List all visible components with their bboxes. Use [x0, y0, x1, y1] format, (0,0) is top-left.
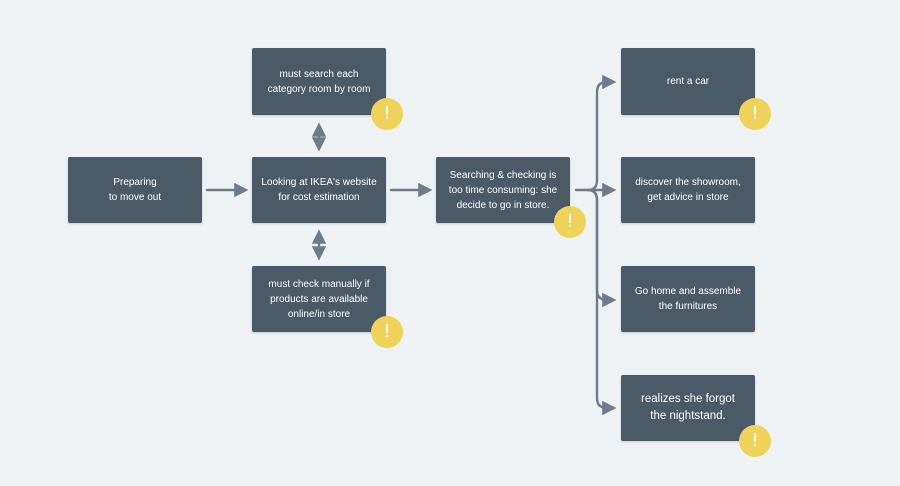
node-ikea-website-label: Looking at IKEA's website for cost estim… — [261, 177, 377, 203]
warning-icon-check-manually: ! — [371, 316, 403, 348]
node-check-manually-label: must check manually if products are avai… — [268, 278, 370, 320]
node-forgot-nightstand-label: realizes she forgot the nightstand. — [641, 393, 735, 422]
branch-to-nightstand — [586, 188, 617, 416]
branch-to-go-home — [586, 188, 617, 308]
node-go-home: Go home and assemble the furnitures — [621, 266, 755, 332]
node-preparing-label: Preparing to move out — [108, 177, 162, 203]
node-discover-showroom: discover the showroom, get advice in sto… — [621, 157, 755, 223]
node-forgot-nightstand: realizes she forgot the nightstand. — [621, 375, 755, 441]
node-searching-checking: Searching & checking is too time consumi… — [436, 157, 570, 223]
node-check-manually: must check manually if products are avai… — [252, 266, 386, 332]
warning-icon-forgot-nightstand: ! — [739, 425, 771, 457]
node-preparing: Preparing to move out — [68, 157, 202, 223]
node-search-each-category: must search each category room by room — [252, 48, 386, 115]
warning-icon-searching-checking: ! — [554, 206, 586, 238]
node-go-home-label: Go home and assemble the furnitures — [634, 286, 742, 312]
node-ikea-website: Looking at IKEA's website for cost estim… — [252, 157, 386, 223]
warning-icon-rent-car: ! — [739, 98, 771, 130]
node-rent-car: rent a car — [621, 48, 755, 115]
node-discover-showroom-label: discover the showroom, get advice in sto… — [635, 177, 741, 203]
branch-to-rent-car — [586, 74, 617, 192]
node-rent-car-label: rent a car — [666, 76, 710, 87]
node-searching-checking-label: Searching & checking is too time consumi… — [448, 169, 558, 211]
warning-icon-search-each-category: ! — [371, 98, 403, 130]
node-search-each-category-label: must search each category room by room — [267, 68, 371, 95]
